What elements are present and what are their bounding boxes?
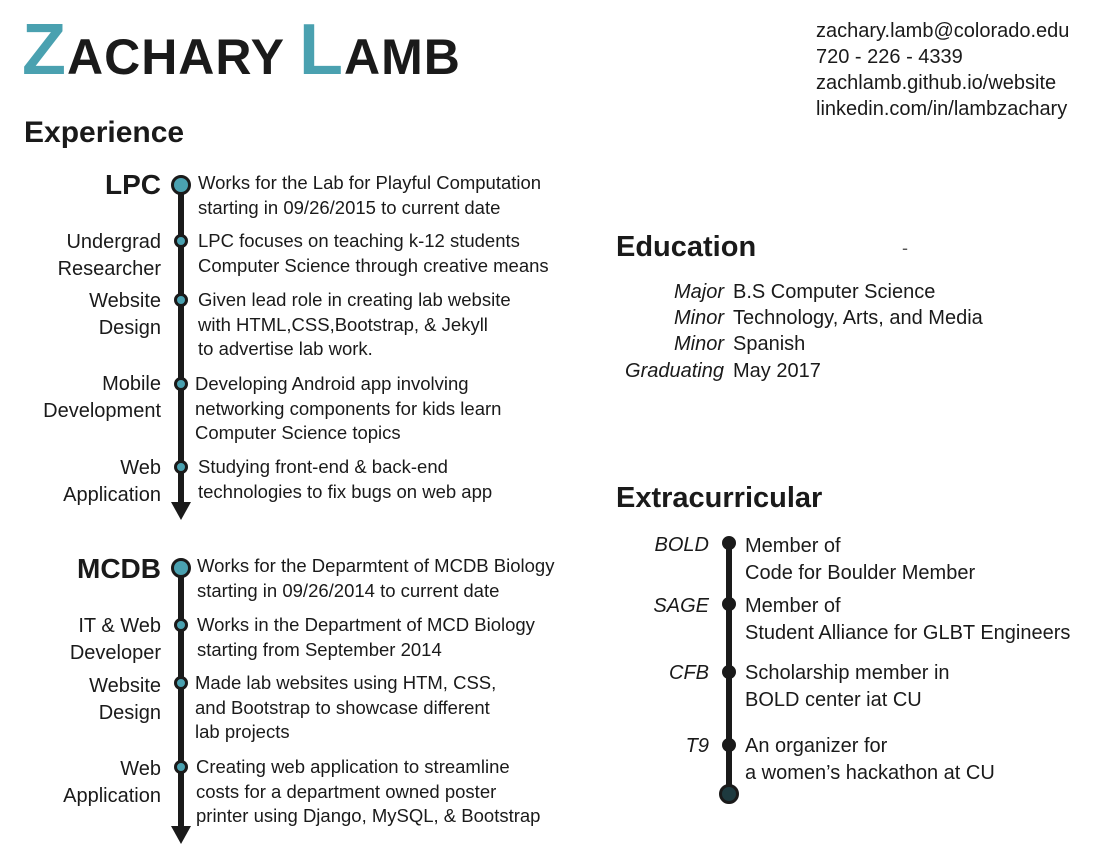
extra-dot-icon <box>722 665 736 679</box>
education-heading: Education <box>616 231 757 263</box>
mcdb-timeline-arrow-icon <box>171 826 191 844</box>
lpc-item-dot-icon <box>174 293 188 307</box>
edu-value-graduating: May 2017 <box>733 360 821 382</box>
name-last-rest: AMB <box>344 29 461 85</box>
lpc-item-dot-icon <box>174 460 188 474</box>
experience-heading: Experience <box>24 116 185 149</box>
extra-label-t9: T9 <box>685 735 709 757</box>
education-dash: - <box>902 238 908 258</box>
extra-dot-icon <box>722 738 736 752</box>
contact-block: zachary.lamb@colorado.edu 720 - 226 - 43… <box>816 18 1069 122</box>
extra-dot-icon <box>722 536 736 550</box>
edu-value-major: B.S Computer Science <box>733 281 936 303</box>
lpc-item-dot-icon <box>174 377 188 391</box>
contact-linkedin[interactable]: linkedin.com/in/lambzachary <box>816 98 1068 120</box>
lpc-org-label: LPC <box>105 169 161 200</box>
mcdb-org-label: MCDB <box>77 553 161 584</box>
mcdb-item-dot-icon <box>174 618 188 632</box>
edu-value-minor-2: Spanish <box>733 333 806 355</box>
contact-website[interactable]: zachlamb.github.io/website <box>816 72 1057 94</box>
lpc-dot-icon <box>171 175 191 195</box>
lpc-item-dot-icon <box>174 234 188 248</box>
contact-phone: 720 - 226 - 4339 <box>816 46 963 68</box>
edu-label-minor-2: Minor <box>673 333 724 355</box>
mcdb-desc-website: Made lab websites using HTM, CSS,and Boo… <box>195 672 497 742</box>
contact-email[interactable]: zachary.lamb@colorado.edu <box>816 20 1070 42</box>
edu-value-minor-1: Technology, Arts, and Media <box>733 307 983 329</box>
extra-label-sage: SAGE <box>653 595 709 617</box>
edu-label-graduating: Graduating <box>625 360 724 382</box>
name-first-initial: Z <box>22 10 67 90</box>
mcdb-item-dot-icon <box>174 676 188 690</box>
lpc-timeline-arrow-icon <box>171 502 191 520</box>
lpc-timeline-line <box>178 184 184 502</box>
edu-label-minor-1: Minor <box>673 307 724 329</box>
mcdb-dot-icon <box>171 558 191 578</box>
extracurricular-heading: Extracurricular <box>616 482 823 514</box>
edu-label-major: Major <box>673 281 724 303</box>
extra-dot-icon <box>722 597 736 611</box>
mcdb-org-desc: Works for the Deparmtent of MCDB Biology… <box>197 555 555 601</box>
name-first-rest: ACHARY <box>66 29 285 85</box>
extra-timeline-end-icon <box>719 784 739 804</box>
mcdb-item-dot-icon <box>174 760 188 774</box>
lpc-org-desc: Works for the Lab for Playful Computatio… <box>198 172 542 218</box>
name-last-initial: L <box>299 10 345 90</box>
extra-label-cfb: CFB <box>669 662 709 684</box>
mcdb-timeline-line <box>178 568 184 826</box>
extra-label-bold: BOLD <box>654 534 709 556</box>
resume-name: ZACHARY LAMB <box>22 14 461 86</box>
